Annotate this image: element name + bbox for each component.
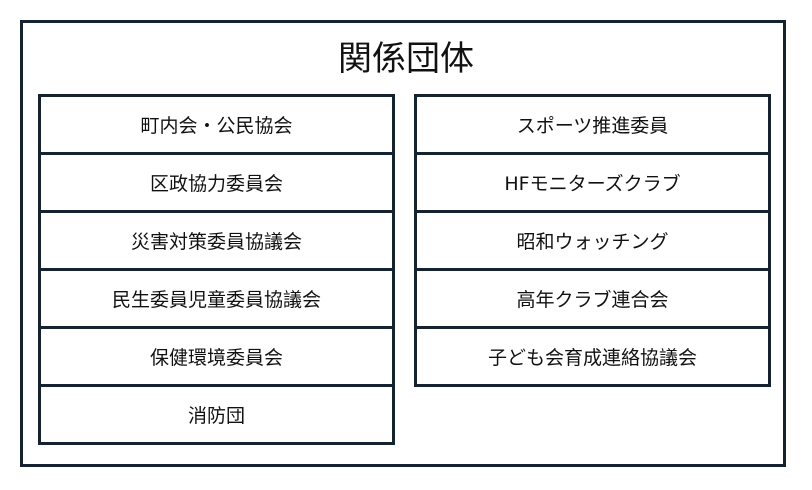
outer-frame xyxy=(20,20,786,467)
org-box: 民生委員児童委員協議会 xyxy=(38,268,395,329)
left-column: 町内会・公民協会 区政協力委員会 災害対策委員協議会 民生委員児童委員協議会 保… xyxy=(38,94,395,445)
org-box: HFモニターズクラブ xyxy=(414,152,771,213)
diagram-title: 関係団体 xyxy=(338,39,474,79)
right-column: スポーツ推進委員 HFモニターズクラブ 昭和ウォッチング 高年クラブ連合会 子ど… xyxy=(414,94,771,387)
org-box: 昭和ウォッチング xyxy=(414,210,771,271)
org-box: 町内会・公民協会 xyxy=(38,94,395,155)
org-box: 高年クラブ連合会 xyxy=(414,268,771,329)
org-box: 保健環境委員会 xyxy=(38,326,395,387)
org-box: 区政協力委員会 xyxy=(38,152,395,213)
org-box: 消防団 xyxy=(38,384,395,445)
org-box: 子ども会育成連絡協議会 xyxy=(414,326,771,387)
org-box: 災害対策委員協議会 xyxy=(38,210,395,271)
org-box: スポーツ推進委員 xyxy=(414,94,771,155)
